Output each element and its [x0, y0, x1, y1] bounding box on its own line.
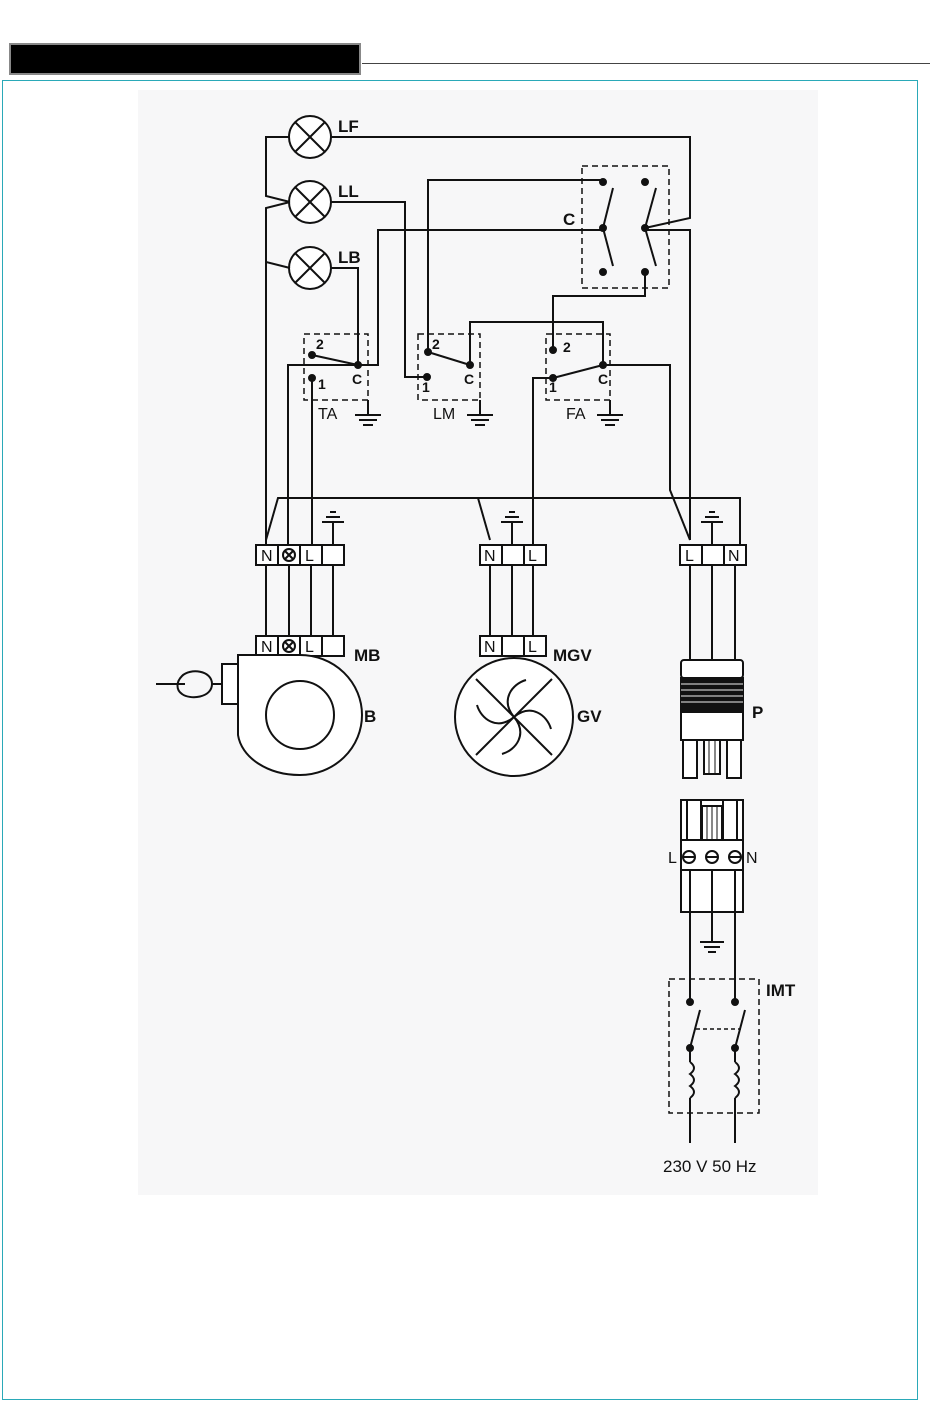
lamp-ll	[289, 181, 331, 223]
lamp-lf-label: LF	[338, 117, 359, 136]
lm-posc: C	[464, 371, 474, 387]
lamp-lb-label: LB	[338, 248, 361, 267]
p-top-l: L	[685, 548, 694, 565]
mgv-top-l: L	[528, 548, 537, 565]
ta-pos2: 2	[316, 336, 324, 352]
p-top-n: N	[728, 548, 740, 565]
switch-wiring	[266, 322, 740, 545]
socket	[681, 800, 743, 912]
imt-label: IMT	[766, 981, 796, 1000]
ta-posc: C	[352, 371, 362, 387]
mgv-top-n: N	[484, 548, 496, 565]
lamp-lb	[289, 247, 331, 289]
lm-label: LM	[433, 406, 455, 423]
lamp-ll-label: LL	[338, 182, 359, 201]
mb-bottom-l: L	[305, 639, 314, 656]
lamp-lf	[289, 116, 331, 158]
ta-label: TA	[318, 406, 338, 423]
mgv-bottom-l: L	[528, 639, 537, 656]
lm-pos1: 1	[422, 379, 430, 395]
mb-bottom-n: N	[261, 639, 273, 656]
mb-label: MB	[354, 646, 380, 665]
commutator-wiring	[358, 180, 690, 540]
supply-wiring	[690, 912, 735, 1000]
socket-n: N	[746, 850, 758, 867]
mgv-label: MGV	[553, 646, 592, 665]
fa-posc: C	[598, 371, 608, 387]
blower-label: B	[364, 707, 376, 726]
fan-label: GV	[577, 707, 602, 726]
ta-pos1: 1	[318, 376, 326, 392]
commutator-c	[582, 166, 669, 288]
lm-pos2: 2	[432, 336, 440, 352]
earth-symbols	[322, 512, 723, 545]
plug-p	[681, 660, 743, 778]
mb-top-l: L	[305, 548, 314, 565]
plug-label: P	[752, 703, 763, 722]
breaker-imt	[669, 979, 759, 1143]
fa-pos2: 2	[563, 339, 571, 355]
commutator-label: C	[563, 210, 575, 229]
supply-label: 230 V 50 Hz	[663, 1157, 757, 1176]
fa-pos1: 1	[549, 379, 557, 395]
fan-gv	[455, 658, 573, 776]
blower-b	[156, 655, 362, 775]
mgv-bottom-n: N	[484, 639, 496, 656]
mb-top-n: N	[261, 548, 273, 565]
socket-l: L	[668, 850, 677, 867]
fa-label: FA	[566, 406, 586, 423]
